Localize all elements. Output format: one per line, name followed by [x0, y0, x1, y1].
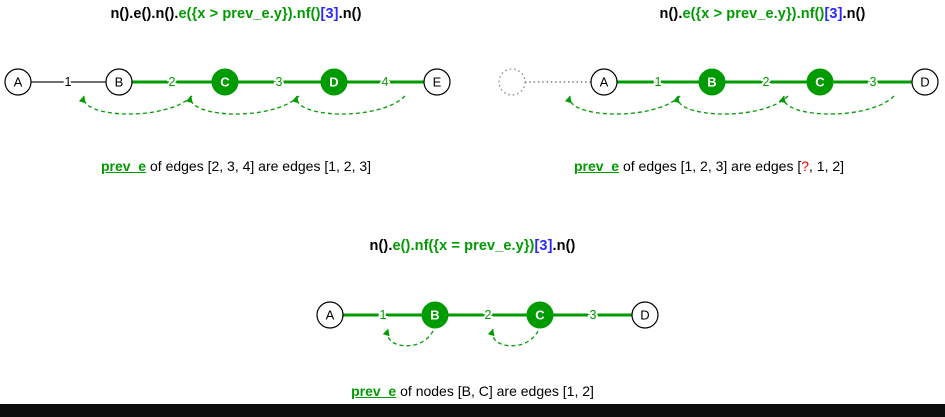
text-segment: of edges [1, 2, 3] are edges [ [619, 158, 802, 174]
caption-top-right: prev_e of edges [1, 2, 3] are edges [?, … [473, 158, 945, 174]
text-segment: .n() [338, 6, 362, 22]
node-label: D [329, 75, 338, 90]
prev-edge-arrow [291, 95, 406, 115]
caption-bottom: prev_e of nodes [B, C] are edges [1, 2] [0, 383, 945, 399]
node-label: D [640, 308, 649, 323]
node-c [526, 301, 554, 329]
edge-label: 2 [169, 75, 176, 89]
prev-edge-arrow [564, 95, 681, 115]
node-e [423, 68, 451, 96]
query-title-bottom: n().e().nf({x = prev_e.y})[3].n() [0, 238, 945, 254]
text-segment: prev_e [351, 383, 397, 399]
edge-label: 2 [485, 308, 492, 322]
graph-bottom: 1 2 3 A B C D [316, 301, 659, 347]
edge-label: 2 [763, 75, 770, 89]
text-segment: [3] [824, 6, 843, 22]
node-a [316, 301, 344, 329]
node-a [4, 68, 32, 96]
text-segment: of nodes [B, C] are edges [1, 2] [396, 383, 594, 399]
edge-label: 4 [382, 75, 389, 89]
node-label: B [115, 75, 124, 90]
prev-edge-arrow [185, 95, 300, 115]
node-label: C [220, 75, 230, 90]
node-label: A [14, 75, 23, 90]
text-segment: .n() [552, 238, 576, 254]
graph-top-left: 1 2 3 4 A B C D E [4, 68, 451, 115]
text-segment: prev_e [573, 158, 620, 174]
prev-edge-arrow [487, 328, 539, 347]
node-c [806, 68, 834, 96]
node-b [105, 68, 133, 96]
node-label: D [920, 75, 929, 90]
query-title-top-right: n().e({x > prev_e.y}).nf()[3].n() [580, 6, 945, 22]
node-label: A [326, 308, 335, 323]
node-label: C [815, 75, 825, 90]
edge-label: 1 [380, 308, 387, 322]
text-segment: ? [801, 158, 810, 174]
node-label: B [707, 75, 716, 90]
node-label: B [430, 308, 439, 323]
node-d [631, 301, 659, 329]
prev-edge-arrow [672, 95, 789, 115]
text-segment: , 1, 2] [809, 158, 845, 174]
edge-label: 1 [655, 75, 662, 89]
edge-label: 3 [590, 308, 597, 322]
bottom-bar [0, 404, 945, 417]
text-segment: e().nf({x = prev_e.y}) [392, 238, 535, 254]
text-segment: .n() [842, 6, 866, 22]
node-label: A [600, 75, 609, 90]
text-segment: of edges [2, 3, 4] are edges [1, 2, 3] [146, 158, 372, 174]
node-label: E [433, 75, 442, 90]
text-segment: [3] [534, 238, 553, 254]
node-d [911, 68, 939, 96]
query-title-top-left: n().e().n().e({x > prev_e.y}).nf()[3].n(… [0, 6, 472, 22]
text-segment: prev_e [100, 158, 147, 174]
text-segment: n(). [659, 6, 683, 22]
text-segment: e({x > prev_e.y}).nf() [178, 6, 321, 22]
text-segment: n(). [369, 238, 393, 254]
ghost-node [498, 68, 526, 96]
node-b [421, 301, 449, 329]
prev-edge-arrow [382, 328, 434, 347]
text-segment: e({x > prev_e.y}).nf() [682, 6, 825, 22]
node-d [320, 68, 348, 96]
text-segment: [3] [320, 6, 339, 22]
edge-label: 1 [65, 75, 72, 89]
node-b [698, 68, 726, 96]
prev-edge-arrow [778, 95, 895, 115]
prev-edge-arrow [78, 95, 193, 115]
caption-top-left: prev_e of edges [2, 3, 4] are edges [1, … [0, 158, 472, 174]
node-label: C [535, 308, 545, 323]
node-c [211, 68, 239, 96]
text-segment: n().e().n(). [110, 6, 179, 22]
edge-label: 3 [870, 75, 877, 89]
edge-label: 3 [276, 75, 283, 89]
node-a [590, 68, 618, 96]
graph-top-right: 1 2 3 A B C D [498, 68, 939, 115]
